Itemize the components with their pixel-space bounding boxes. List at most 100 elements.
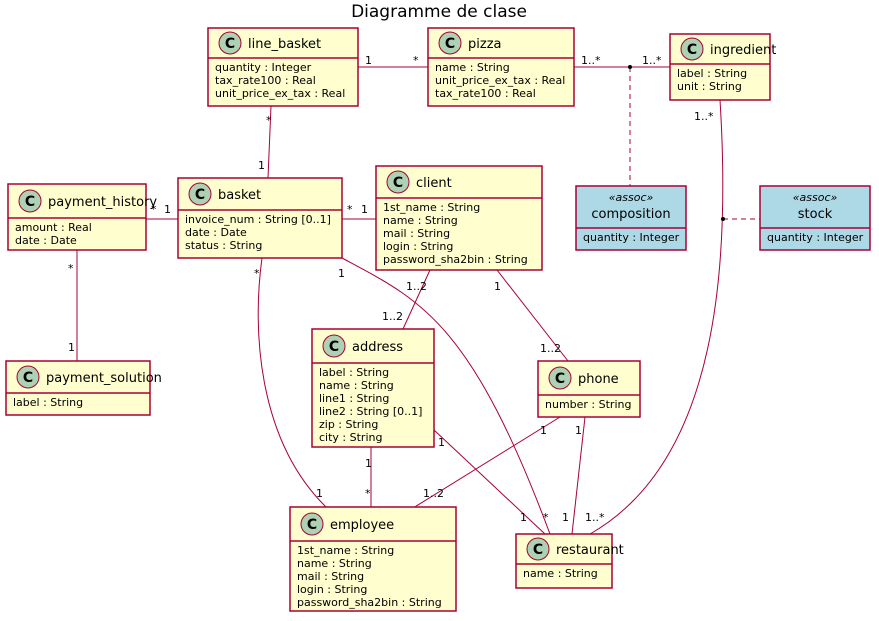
- class-name: payment_solution: [46, 371, 162, 386]
- class-badge-letter: C: [445, 36, 455, 52]
- class-attribute: label : String: [13, 396, 83, 409]
- class-attribute: mail : String: [383, 227, 450, 240]
- association-links: [76, 65, 760, 535]
- diagram-title: Diagramme de clase: [351, 2, 527, 22]
- class-box: [759, 185, 871, 251]
- multiplicity-label: 1..*: [642, 54, 662, 67]
- multiplicity-label: 1..*: [581, 54, 601, 67]
- class-attribute: name : String: [297, 557, 372, 570]
- multiplicity-label: 1: [316, 487, 323, 500]
- assoc-junction-dot: [628, 65, 632, 69]
- multiplicity-labels: 1 * 1..* 1..* * 1 * 1 * 1 1..* 1..* * 1 1..2 1..2 1 1..2 *…: [68, 54, 714, 524]
- multiplicity-label: 1..*: [694, 110, 714, 123]
- class-badge-letter: C: [329, 339, 339, 355]
- class-name: pizza: [468, 37, 501, 52]
- class-badge-letter: C: [25, 194, 35, 210]
- multiplicity-label: 1..2: [540, 342, 561, 355]
- class-attribute: date : Date: [185, 226, 247, 239]
- class-badge-letter: C: [533, 542, 543, 558]
- class-attribute: tax_rate100 : Real: [435, 87, 536, 100]
- class-box: [575, 185, 687, 251]
- class-badge-icon: [386, 170, 410, 194]
- multiplicity-label: 1: [258, 159, 265, 172]
- multiplicity-label: 1..2: [382, 310, 403, 323]
- class-attribute: status : String: [185, 239, 262, 252]
- class-attribute: name : String: [523, 567, 598, 580]
- class-badge-letter: C: [555, 371, 565, 387]
- multiplicity-label: 1: [68, 341, 75, 354]
- assoc-phone-employee: [404, 416, 561, 514]
- class-attribute: quantity : Integer: [767, 231, 864, 244]
- class-attribute: 1st_name : String: [383, 201, 480, 214]
- multiplicity-label: *: [413, 54, 419, 67]
- assoc-linebasket-basket: [267, 105, 272, 179]
- class-badge-letter: C: [307, 517, 317, 533]
- multiplicity-label: 1: [365, 457, 372, 470]
- class-attribute: line2 : String [0..1]: [319, 405, 422, 418]
- multiplicity-label: *: [254, 267, 260, 280]
- multiplicity-label: 1: [365, 54, 372, 67]
- class-name: composition: [591, 207, 670, 222]
- multiplicity-label: 1: [361, 203, 368, 216]
- class-name: client: [416, 176, 452, 191]
- multiplicity-label: 1: [164, 203, 171, 216]
- class-name: restaurant: [556, 543, 624, 558]
- class-attribute: 1st_name : String: [297, 544, 394, 557]
- multiplicity-label: 1: [438, 436, 445, 449]
- class-attribute: line1 : String: [319, 392, 389, 405]
- multiplicity-label: *: [365, 487, 371, 500]
- assoc-address-restaurant: [433, 429, 546, 535]
- class-badge-icon: [188, 182, 212, 206]
- class-name: basket: [218, 188, 261, 203]
- multiplicity-label: *: [68, 262, 74, 275]
- class-attribute: password_sha2bin : String: [297, 596, 442, 609]
- class-badge-icon: [16, 365, 40, 389]
- assoc-client-phone: [496, 269, 569, 362]
- class-attribute: name : String: [383, 214, 458, 227]
- class-attribute: amount : Real: [15, 221, 92, 234]
- class-name: payment_history: [48, 195, 157, 210]
- class-name: stock: [798, 207, 833, 222]
- class-name: phone: [578, 372, 619, 387]
- class-badge-icon: [322, 334, 346, 358]
- class-badge-letter: C: [393, 175, 403, 191]
- assoc-basket-employee: [257, 257, 327, 508]
- class-badge-icon: [680, 37, 704, 61]
- class-badge-letter: C: [225, 36, 235, 52]
- assoc-client-address: [402, 269, 431, 330]
- class-attribute: login : String: [297, 583, 367, 596]
- assoc-phone-restaurant: [571, 416, 586, 535]
- multiplicity-label: 1: [540, 424, 547, 437]
- multiplicity-label: *: [151, 203, 157, 216]
- multiplicity-label: 1: [575, 424, 582, 437]
- multiplicity-label: *: [543, 511, 549, 524]
- class-attribute: zip : String: [319, 418, 378, 431]
- multiplicity-label: 1: [338, 267, 345, 280]
- multiplicity-label: 1..2: [423, 487, 444, 500]
- multiplicity-label: 1: [562, 511, 569, 524]
- class-attribute: login : String: [383, 240, 453, 253]
- class-name: address: [352, 340, 403, 355]
- multiplicity-label: 1..*: [585, 511, 605, 524]
- class-attribute: label : String: [677, 67, 747, 80]
- multiplicity-label: *: [347, 203, 353, 216]
- class-attribute: tax_rate100 : Real: [215, 74, 316, 87]
- class-attribute: label : String: [319, 366, 389, 379]
- class-attribute: password_sha2bin : String: [383, 253, 528, 266]
- class-attribute: quantity : Integer: [583, 231, 680, 244]
